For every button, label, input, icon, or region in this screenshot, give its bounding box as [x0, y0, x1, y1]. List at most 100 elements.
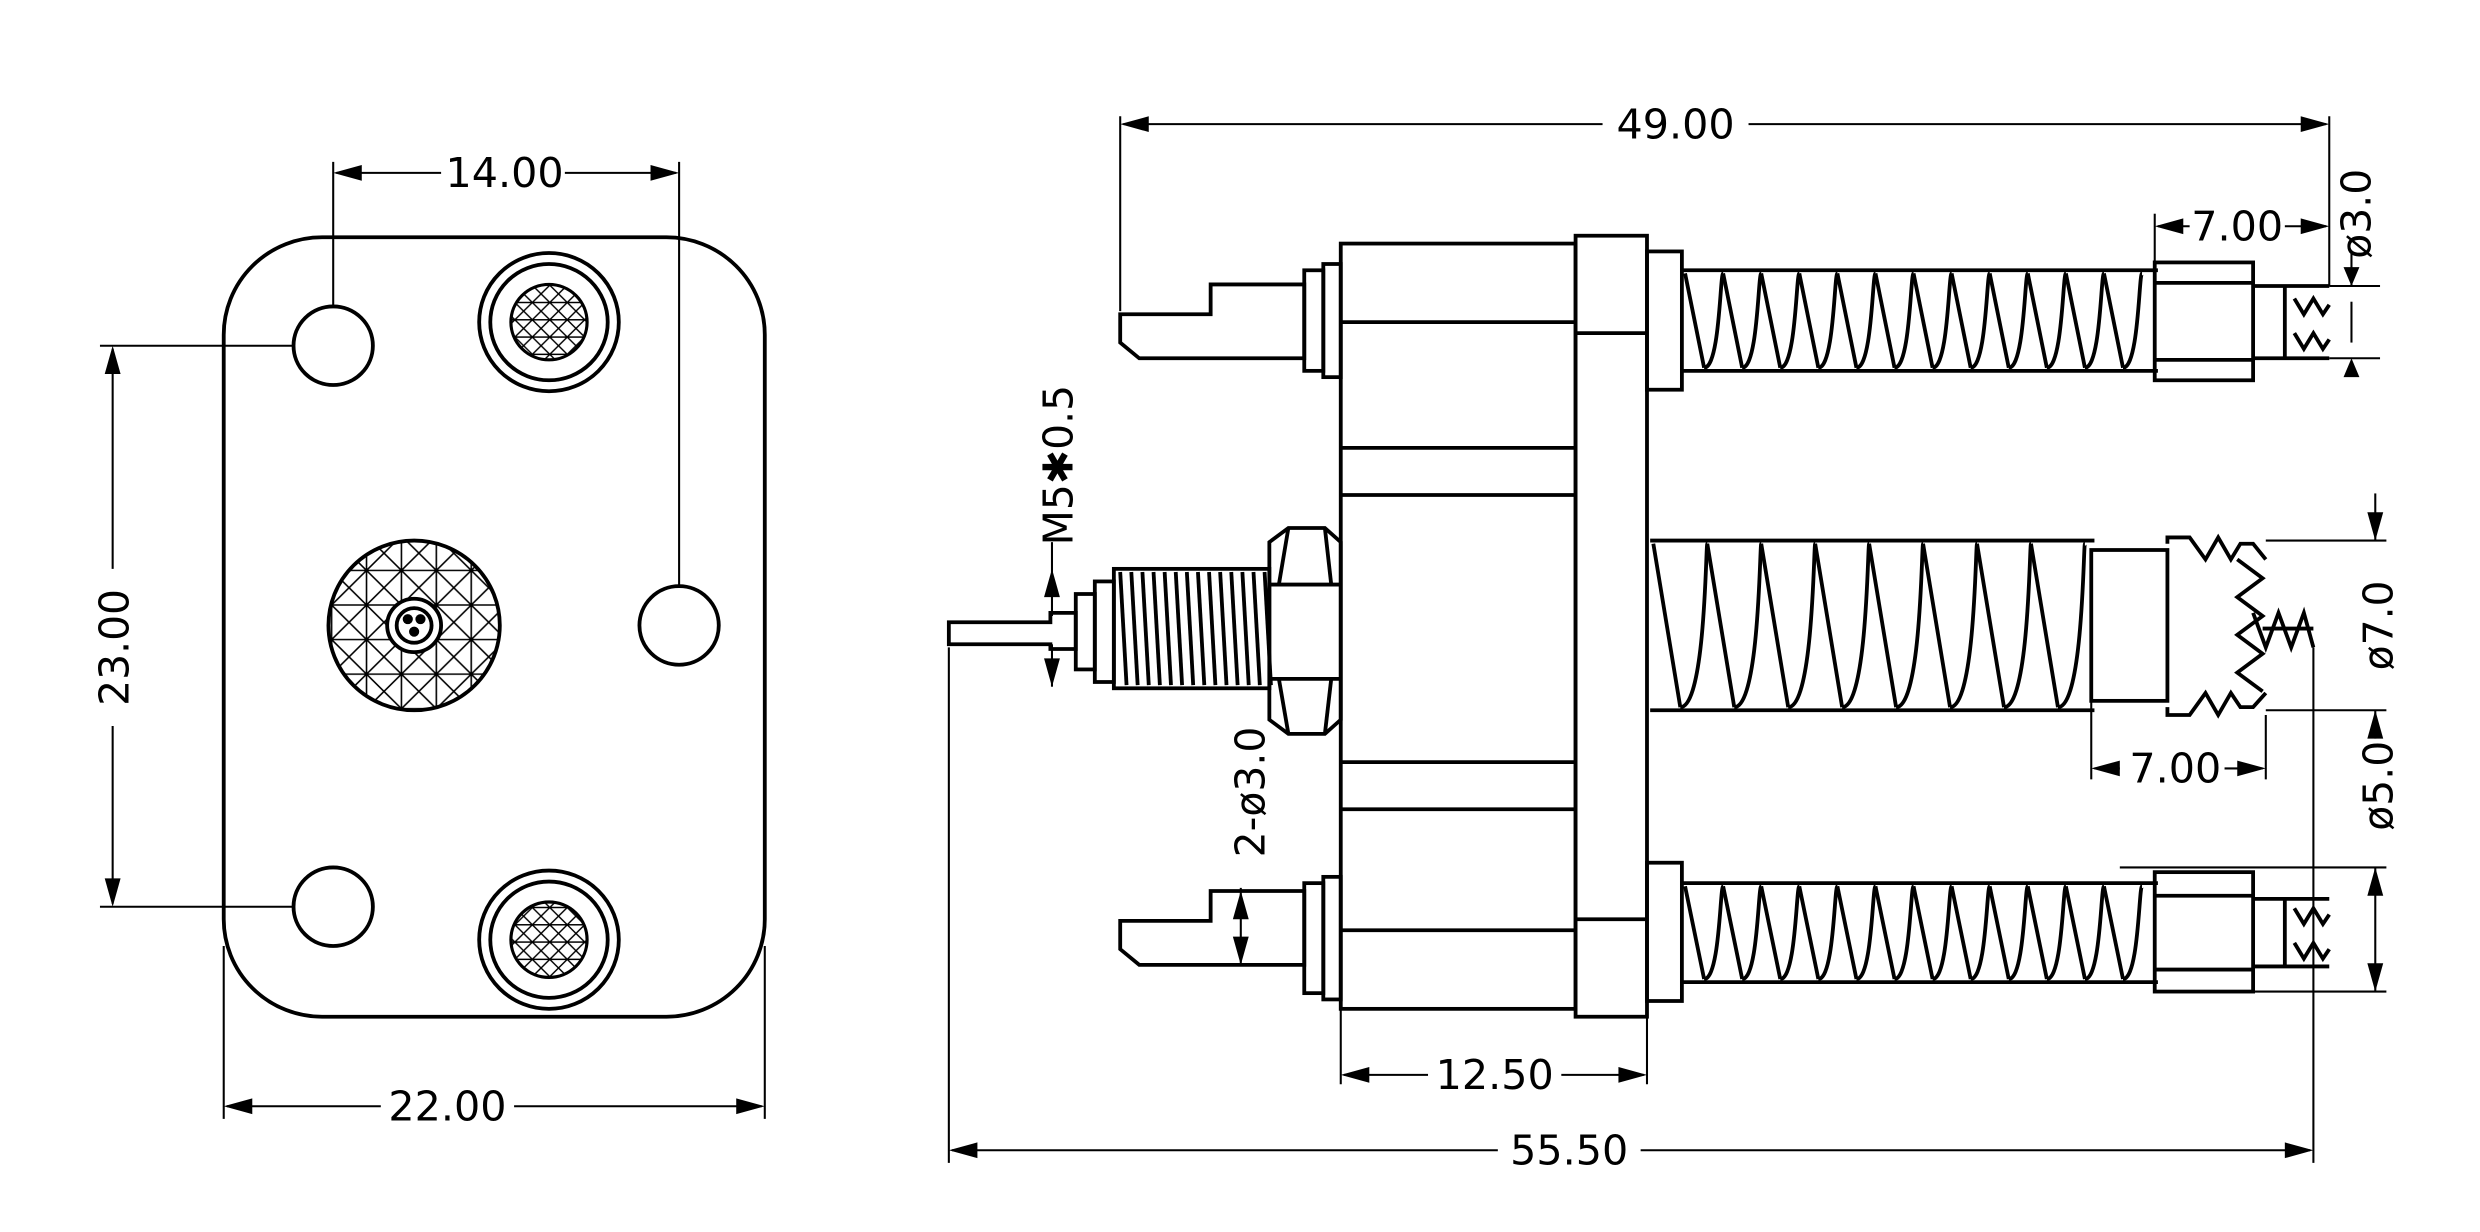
- thread-crest: [1218, 571, 1229, 686]
- mounting-hole-right: [637, 584, 721, 667]
- spring-coil: [2084, 884, 2106, 981]
- spring-coil: [1949, 273, 1973, 369]
- dimension-label-7-00-middle: 7.00: [2129, 745, 2221, 793]
- spring-coil: [1703, 271, 1726, 370]
- spring-coil: [1817, 884, 1840, 981]
- pin-contact-top: [477, 251, 621, 394]
- side-view: 49.00 7.00 ø3.0 M5✱0.5: [946, 100, 2403, 1174]
- dimension-label-diameter-3-0-top: ø3.0: [2332, 169, 2380, 259]
- spring-coil: [1949, 541, 1979, 710]
- dimension-label-23-00: 23.00: [90, 589, 138, 706]
- spring-coil: [1969, 271, 1992, 370]
- spring-coil: [1921, 543, 1952, 708]
- spring-coil: [1721, 273, 1745, 369]
- connector-body: [1338, 241, 1578, 1011]
- spring-coil: [2057, 541, 2087, 710]
- spring-coil: [1931, 884, 1954, 981]
- thread-crest: [1129, 571, 1140, 686]
- thread-crest: [1162, 571, 1173, 686]
- pogo-pin-bottom: [1118, 860, 2331, 1003]
- pin-contact-bottom: [477, 868, 621, 1011]
- spring-coil: [1835, 885, 1859, 980]
- mounting-hole-bottom-left: [291, 865, 375, 948]
- spring-coil: [1873, 273, 1897, 369]
- spring-coil: [1987, 273, 2011, 369]
- dimension-label-14-00: 14.00: [446, 149, 564, 197]
- dimension-label-12-50: 12.50: [1436, 1051, 1554, 1099]
- pogo-pin-top: [1118, 249, 2331, 392]
- spring-coil: [2025, 885, 2049, 980]
- spring-coil: [1741, 884, 1764, 981]
- dimension-thread-m5: M5✱0.5: [1034, 385, 1083, 687]
- spring-coil: [1705, 543, 1737, 708]
- connector-flange: [1573, 233, 1649, 1019]
- spring-coil: [1873, 885, 1897, 980]
- thread-crest: [1140, 571, 1151, 686]
- spring-coil: [1779, 884, 1802, 981]
- spring-coil: [1679, 541, 1710, 710]
- thread-crest: [1184, 571, 1196, 686]
- spring-coil: [1651, 543, 1683, 708]
- spring-coil: [1911, 273, 1935, 369]
- mounting-hole-top-left: [291, 304, 375, 387]
- dimension-7-00-top: 7.00: [2153, 203, 2330, 263]
- dimension-7-00-middle: 7.00: [2090, 700, 2267, 793]
- thread-crest: [1118, 571, 1129, 686]
- spring-coil: [1987, 885, 2011, 980]
- spring-coil: [2045, 884, 2068, 981]
- spring-coil: [2045, 271, 2068, 370]
- spring-coil: [2025, 273, 2049, 369]
- spring-coil: [1703, 884, 1726, 981]
- thread-crest: [1240, 571, 1251, 686]
- thread-crest: [1229, 571, 1240, 686]
- spring-coil: [1949, 885, 1973, 980]
- thread-crest: [1251, 571, 1262, 686]
- dimension-23-00: 23.00: [90, 344, 294, 908]
- dimension-label-thread-m5: M5✱0.5: [1034, 385, 1082, 545]
- thread-crest: [1173, 571, 1184, 686]
- dimension-diameter-5-0: ø5.0: [2119, 741, 2403, 993]
- spring-coil: [2007, 884, 2030, 981]
- spring-coil: [1841, 541, 1872, 710]
- dimension-label-2-diameter-3-0: 2-ø3.0: [1226, 727, 1274, 858]
- dimension-14-00: 14.00: [332, 149, 681, 587]
- spring-coil: [1855, 271, 1878, 370]
- dimension-49-00: 49.00: [1119, 100, 2331, 312]
- dimension-55-50: 55.50: [947, 647, 2315, 1174]
- spring-coil: [1867, 543, 1898, 708]
- spring-coil: [2122, 271, 2144, 370]
- dimension-label-22-00: 22.00: [388, 1083, 506, 1131]
- mounting-plate: [221, 235, 767, 1019]
- front-view: 14.00 23.00 22.00: [90, 149, 767, 1131]
- crown-head: [2089, 533, 2316, 719]
- spring-coil: [1969, 884, 1992, 981]
- spring-coil: [2003, 541, 2033, 710]
- thread: [1118, 571, 1273, 686]
- spring-coil: [1931, 271, 1954, 370]
- spring-coil: [1779, 271, 1802, 370]
- spring-coil: [1759, 885, 1783, 980]
- spring-coil: [2029, 543, 2060, 708]
- spring-coil: [2102, 885, 2125, 980]
- spring-coil: [1813, 543, 1845, 708]
- dimension-label-49-00: 49.00: [1617, 100, 1735, 148]
- spring-top: [1683, 271, 2144, 370]
- spring-coil: [1797, 273, 1821, 369]
- dimension-label-7-00-top: 7.00: [2191, 203, 2283, 251]
- spring-center: [1651, 541, 2087, 710]
- spring-bottom: [1683, 884, 2144, 981]
- spring-coil: [1787, 541, 1818, 710]
- thread-crest: [1196, 571, 1207, 686]
- spring-coil: [1911, 885, 1935, 980]
- spring-coil: [2007, 271, 2030, 370]
- spring-coil: [1797, 885, 1821, 980]
- spring-coil: [1741, 271, 1764, 370]
- spring-coil: [1835, 273, 1859, 369]
- spring-coil: [1721, 885, 1745, 980]
- hex-nut: [1267, 526, 1343, 736]
- spring-coil: [1975, 543, 2006, 708]
- spring-coil: [2064, 273, 2087, 369]
- spring-coil: [2102, 273, 2125, 369]
- thread-crest: [1207, 571, 1218, 686]
